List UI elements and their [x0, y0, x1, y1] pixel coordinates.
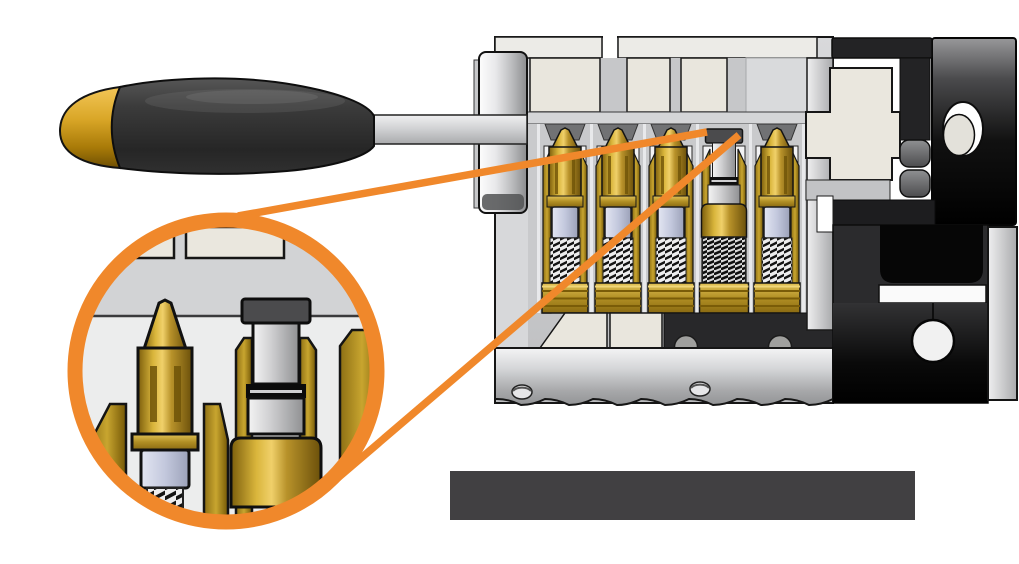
dimple — [511, 384, 533, 400]
clutch-assembly — [805, 37, 1018, 404]
rear-silver-strip — [987, 226, 1018, 401]
leader-line — [323, 132, 742, 491]
upper-bore — [670, 58, 681, 112]
face-shadow — [482, 194, 524, 210]
bridge-notch — [816, 195, 834, 233]
upper-bore — [600, 58, 627, 112]
key-handle — [110, 77, 375, 175]
plug-block — [609, 312, 663, 349]
clutch-housing-bottom — [831, 199, 936, 226]
body-bottom-band — [494, 347, 834, 407]
top-rail-gap — [603, 34, 617, 60]
pin-stack — [647, 123, 695, 314]
caption-bar — [450, 471, 915, 520]
pin-stack — [541, 123, 589, 314]
dimple — [689, 381, 711, 397]
spring — [761, 237, 793, 284]
clutch-housing-top — [831, 37, 933, 59]
master-pin — [657, 206, 685, 239]
rear-strip — [878, 284, 987, 304]
top-rail-right — [617, 36, 818, 59]
handle-highlight — [145, 89, 345, 113]
spring — [702, 236, 746, 284]
rear-body-bottom — [833, 303, 988, 403]
rear-inset — [880, 225, 983, 283]
housing-block — [626, 57, 671, 113]
magnifier-ring — [67, 212, 385, 530]
leader-line — [237, 128, 708, 220]
zoomed-trap-pin — [229, 297, 323, 509]
fixing-screw — [910, 318, 956, 364]
pin-stack-special — [698, 128, 750, 314]
spring — [655, 237, 687, 284]
upper-bore — [727, 58, 746, 112]
master-pin — [763, 206, 791, 239]
trap-pin-brass-body — [700, 203, 748, 238]
key-blade-inside — [526, 111, 808, 125]
cam-cross — [805, 67, 901, 181]
cylinder-body — [494, 34, 834, 407]
knob-button — [942, 101, 984, 157]
driver-pin-body — [760, 146, 794, 198]
housing-block — [529, 57, 601, 113]
pin-stacks — [537, 123, 805, 314]
key-tool — [58, 77, 528, 175]
housing-block — [680, 57, 728, 113]
clutch-housing-arm — [899, 57, 931, 141]
handle-gold-tip — [58, 85, 121, 170]
magnifier-callout — [67, 128, 742, 530]
handle-highlight — [186, 90, 318, 104]
housing-block-end — [745, 57, 808, 113]
clutch-tooth — [899, 169, 931, 198]
master-pin — [551, 206, 579, 239]
driver-pin-body — [601, 146, 635, 198]
key-blade — [371, 114, 528, 145]
pin-stack — [594, 123, 642, 314]
pin-stack — [753, 123, 801, 314]
clutch-tooth — [899, 139, 931, 168]
